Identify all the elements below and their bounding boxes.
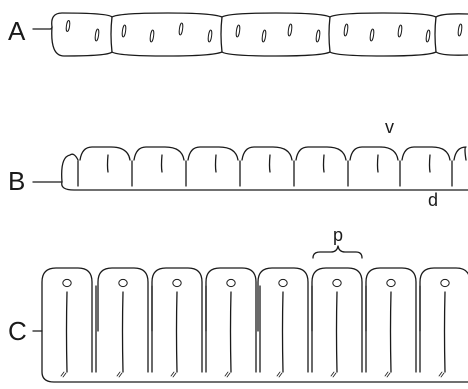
hatch-mark [61,372,66,377]
nucleus [316,30,321,42]
hatch-mark [171,372,176,377]
hatch-mark [117,372,122,377]
row-a-nuclei [66,20,463,42]
cell-boundary [67,292,68,372]
row-a-top-edge [52,13,468,27]
cell-boundary [337,292,338,372]
nucleus-streak [216,155,217,172]
row-c-bottom-edge [42,331,468,382]
nucleus [208,30,213,42]
nucleus [173,279,181,286]
cell-boundary [435,17,436,52]
nucleus [150,30,155,42]
nucleus-streak [430,155,431,172]
cell-boundary [391,292,392,372]
nucleus [288,24,293,36]
nucleus-streak [108,155,109,172]
nucleus [236,25,241,37]
nucleus [458,24,463,36]
row-b-top-edge [62,147,466,182]
row-b-label: B [8,168,25,194]
nucleus [279,279,287,286]
nucleus [119,279,127,286]
nucleus [441,279,449,286]
row-b-boundaries [78,155,468,186]
v-annotation-label: v [385,118,394,136]
d-annotation-label: d [428,191,438,209]
nucleus-streak [324,155,325,172]
row-c-folds [42,268,468,372]
nucleus [344,24,349,36]
row-c-label: C [8,318,27,344]
nucleus [66,20,71,31]
row-a-bottom-edge [52,27,468,56]
nucleus-streak [378,155,379,172]
nucleus [398,25,403,37]
nucleus [262,30,267,42]
nucleus-streak [162,155,163,172]
row-a-lead-line [33,27,52,29]
cell-boundary [111,17,112,52]
hatch-mark [439,372,444,377]
cell-boundary [123,292,124,372]
nucleus [387,279,395,286]
row-a-boundaries [111,17,436,52]
row-b-band [33,147,468,190]
row-c-hatch-marks [61,372,444,377]
hatch-mark [331,372,336,377]
cell-boundary [283,292,284,372]
row-a-label: A [8,18,25,44]
hatch-mark [225,372,230,377]
row-c-band [33,268,468,382]
nucleus [63,279,71,286]
nucleus [95,29,100,41]
p-annotation-label: p [333,226,343,244]
row-a-band [33,13,468,56]
row-b-bottom-edge [62,182,468,190]
nucleus [122,25,127,37]
nucleus [227,279,235,286]
nucleus [333,279,341,286]
p-brace [313,246,362,258]
nucleus [179,23,184,35]
hatch-mark [277,372,282,377]
cell-boundary [329,17,330,52]
nucleus [426,30,431,42]
hatch-mark [385,372,390,377]
nucleus-streak [270,155,271,172]
cell-boundary [177,292,178,372]
cell-boundary [221,17,222,52]
cell-boundary [231,292,232,372]
cell-boundary [445,292,446,372]
nucleus [370,29,375,41]
row-b-top-outline [62,147,466,182]
